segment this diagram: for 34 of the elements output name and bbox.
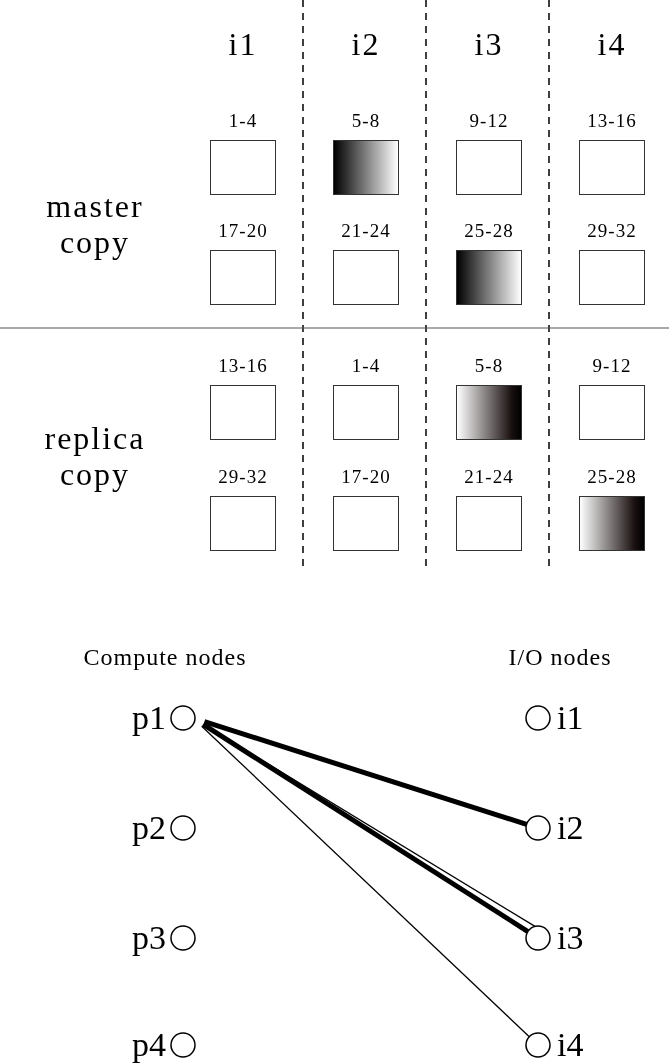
range-label: 17-20 — [217, 220, 269, 242]
node-label: p2 — [132, 811, 166, 845]
range-label: 13-16 — [586, 110, 638, 132]
connector-line — [201, 725, 530, 1038]
range-label: 29-32 — [586, 220, 638, 242]
node-label: i3 — [557, 921, 584, 955]
node-label: p3 — [132, 921, 166, 955]
column-header: i2 — [351, 28, 381, 60]
group-heading: Compute nodes — [83, 645, 247, 669]
node-label: i1 — [557, 701, 584, 735]
row-label: replica copy — [43, 420, 147, 492]
connector-line — [203, 719, 528, 827]
column-header: i4 — [597, 28, 627, 60]
range-label: 25-28 — [586, 466, 638, 488]
row-label: master copy — [45, 188, 145, 260]
node-label: p4 — [132, 1028, 166, 1062]
node-label: p1 — [132, 701, 166, 735]
range-label: 21-24 — [463, 466, 515, 488]
range-label: 5-8 — [350, 110, 382, 132]
range-label: 21-24 — [340, 220, 392, 242]
range-label: 29-32 — [217, 466, 269, 488]
range-label: 25-28 — [463, 220, 515, 242]
column-header: i3 — [474, 28, 504, 60]
column-header: i1 — [228, 28, 258, 60]
range-label: 1-4 — [350, 355, 382, 377]
range-label: 13-16 — [217, 355, 269, 377]
range-label: 1-4 — [227, 110, 259, 132]
node-label: i2 — [557, 811, 584, 845]
node-label: i4 — [557, 1028, 584, 1062]
group-heading: I/O nodes — [508, 645, 612, 669]
range-label: 9-12 — [591, 355, 633, 377]
range-label: 9-12 — [468, 110, 510, 132]
range-label: 17-20 — [340, 466, 392, 488]
range-label: 5-8 — [473, 355, 505, 377]
